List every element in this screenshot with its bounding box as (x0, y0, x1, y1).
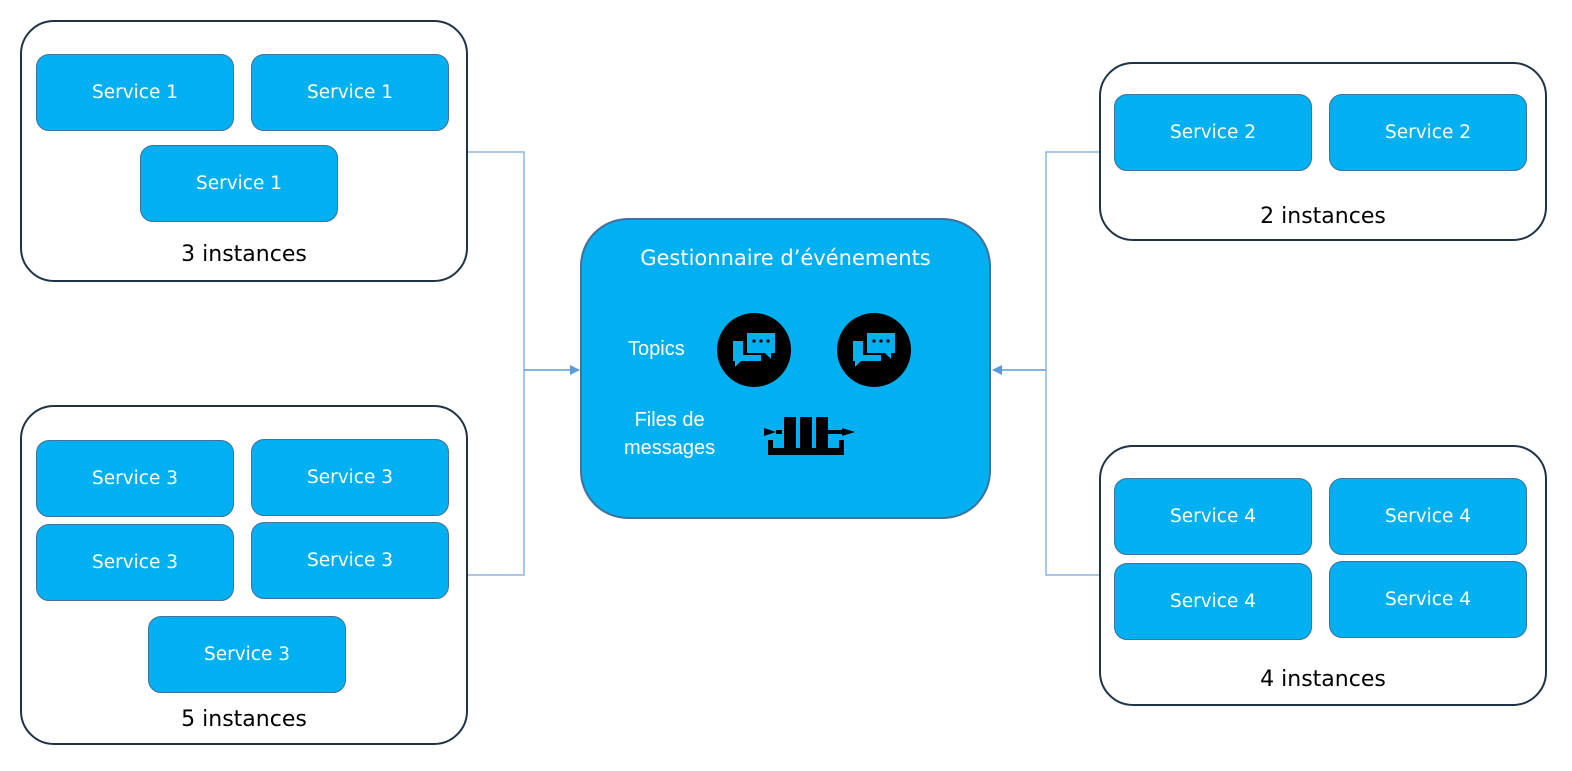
service-box[interactable]: Service 4 (1329, 478, 1527, 555)
service-box[interactable]: Service 4 (1114, 478, 1312, 555)
service-box[interactable]: Service 1 (140, 145, 338, 222)
message-queues-label-line1: Files de (634, 409, 705, 431)
service-box[interactable]: Service 4 (1329, 561, 1527, 638)
instances-label: 2 instances (1260, 204, 1386, 229)
group-service-3: Service 3 Service 3 Service 3 Service 3 … (20, 405, 468, 745)
topics-label: Topics (628, 338, 685, 360)
service-box[interactable]: Service 3 (36, 440, 234, 517)
right-connector (992, 151, 1099, 576)
service-box[interactable]: Service 1 (36, 54, 234, 131)
service-box[interactable]: Service 2 (1114, 94, 1312, 171)
instances-label: 3 instances (181, 242, 307, 267)
event-broker-title: Gestionnaire d’événements (640, 246, 931, 270)
group-service-2: Service 2 Service 2 2 instances (1099, 62, 1547, 241)
service-box[interactable]: Service 3 (36, 524, 234, 601)
instances-label: 4 instances (1260, 667, 1386, 692)
left-connector (467, 151, 580, 576)
message-queue-icon (762, 412, 858, 458)
service-box[interactable]: Service 3 (251, 522, 449, 599)
message-queues-label-line2: messages (624, 437, 716, 459)
instances-label: 5 instances (181, 707, 307, 732)
chat-bubbles-icon (837, 313, 911, 387)
service-box[interactable]: Service 4 (1114, 563, 1312, 640)
group-service-1: Service 1 Service 1 Service 1 3 instance… (20, 20, 468, 282)
chat-bubbles-icon (717, 313, 791, 387)
message-queues-label: Files de messages (624, 406, 715, 462)
service-box[interactable]: Service 3 (148, 616, 346, 693)
service-box[interactable]: Service 1 (251, 54, 449, 131)
group-service-4: Service 4 Service 4 Service 4 Service 4 … (1099, 445, 1547, 706)
service-box[interactable]: Service 2 (1329, 94, 1527, 171)
service-box[interactable]: Service 3 (251, 439, 449, 516)
event-broker[interactable]: Gestionnaire d’événements Topics Files d… (580, 218, 991, 519)
